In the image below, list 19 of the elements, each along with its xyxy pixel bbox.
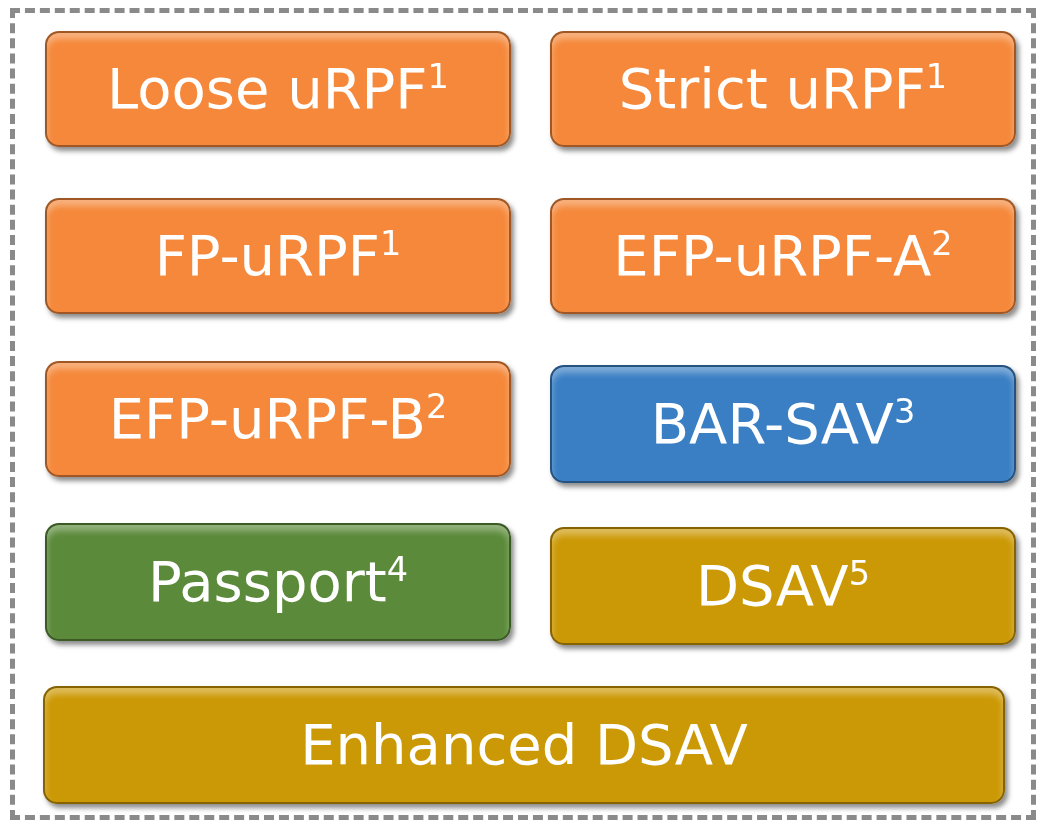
method-label: EFP-uRPF-B$^{2}$: [108, 390, 448, 448]
method-box: [550, 365, 1016, 483]
method-box: [43, 686, 1005, 804]
method-box: [550, 31, 1016, 147]
method-label: Strict uRPF$^{1}$: [618, 60, 948, 118]
method-box: [550, 527, 1016, 645]
method-label: EFP-uRPF-A$^{2}$: [613, 227, 953, 285]
method-label: BAR-SAV$^{3}$: [650, 395, 916, 453]
method-box: [45, 198, 511, 314]
method-box: [550, 198, 1016, 314]
method-box: [45, 523, 511, 641]
method-box: [45, 361, 511, 477]
method-label: Enhanced DSAV: [300, 717, 748, 773]
method-label: FP-uRPF$^{1}$: [154, 227, 402, 285]
dashed-container: [10, 8, 1036, 820]
method-label: DSAV$^{5}$: [695, 557, 871, 615]
method-label: Passport$^{4}$: [147, 553, 409, 611]
method-box: [45, 31, 511, 147]
method-label: Loose uRPF$^{1}$: [107, 60, 449, 118]
